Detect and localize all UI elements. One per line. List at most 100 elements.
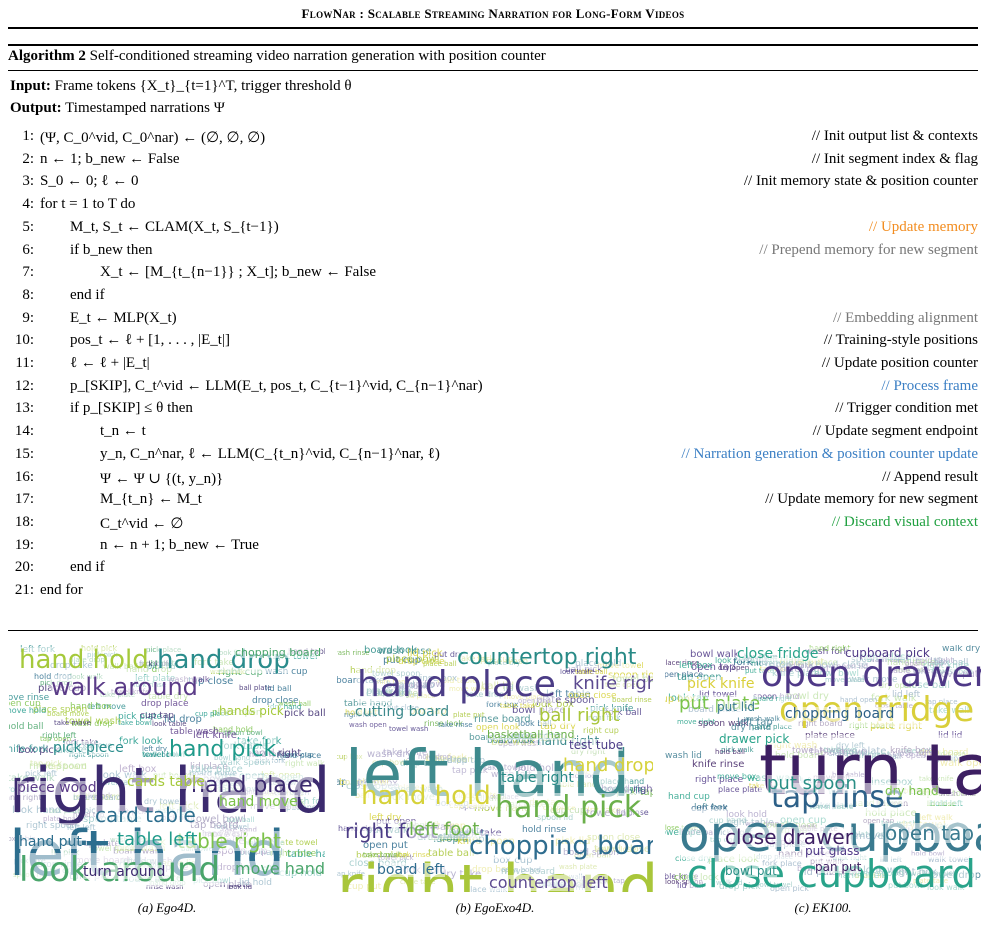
wordcloud-filler-word: left table [546,689,591,700]
wordcloud-filler-word: left knife [193,730,237,741]
wordcloud-word: chopping board [469,833,653,859]
line-code: if p_[SKIP] ≤ θ then [70,400,193,417]
algorithm-line: 13:if p_[SKIP] ≤ θ then// Trigger condit… [0,400,986,422]
wordcloud-filler-word: open look [476,723,521,733]
algorithm-line: 20:end if [0,559,986,581]
wordcloud-word: hand put [19,834,82,850]
algorithm-line: 15:y_n, C_n^nar, ℓ ← LLM(C_{t_n}^vid, C_… [0,446,986,468]
algorithm-line: 16:Ψ ← Ψ ∪ {(t, y_n)}// Append result [0,469,986,491]
wordcloud-filler-word: place plate [718,785,763,794]
algorithm-line: 5:M_t, S_t ← CLAM(X_t, S_{t−1})// Update… [0,219,986,241]
wordcloud-filler-word: table ball [575,668,608,676]
wordcloud-filler-word: tap dry [540,721,576,732]
line-code: M_{t_n} ← M_t [100,491,202,508]
algorithm-line: 9:E_t ← MLP(X_t)// Embedding alignment [0,310,986,332]
line-code: E_t ← MLP(X_t) [70,309,177,326]
caption-label: (b) [455,900,471,915]
wordcloud-word: hands pick [219,704,284,718]
wordcloud-filler-word: pick ball [284,708,325,719]
wordcloud-filler-word: rinse wash [146,883,184,891]
line-comment: // Embedding alignment [833,309,978,326]
wordcloud-filler-word: hand place [277,751,322,760]
wordcloud-filler-word: walk dry [942,645,981,654]
line-number: 6: [22,241,34,258]
line-comment: // Discard visual context [831,513,978,530]
caption-ego4d: (a) Ego4D. [9,900,325,916]
algorithm-top-rule [8,44,978,46]
wordcloud-word: open drawer [761,657,981,693]
wordcloud-filler-word: hand right [809,645,851,653]
algorithm-line: 19:n ← n + 1; b_new ← True [0,537,986,559]
wordcloud-filler-word: take move [54,719,91,727]
wordcloud-filler-word: pick walk [721,746,754,754]
wordcloud-filler-word: hand drop [126,665,172,675]
wordcloud-word: ball right [539,705,620,726]
wordcloud-word: hand hold [19,645,149,675]
wordcloud-filler-word: towel wash [389,725,429,733]
algorithm-line: 17:M_{t_n} ← M_t// Update memory for new… [0,491,986,513]
line-number: 14: [14,423,34,440]
line-code: X_t ← [M_{t_{n−1}} ; X_t]; b_new ← False [100,264,376,281]
wordcloud-filler-word: left dry [369,813,402,823]
header-rule [8,27,978,29]
wordcloud-filler-word: table wash [170,727,219,737]
wordcloud-filler-word: board rinse [612,696,652,704]
wordcloud-filler-word: put take [745,667,774,675]
wordcloud-filler-word: spoon bowl [223,729,263,737]
wordcloud-word: hand hold [361,781,491,811]
wordcloud-filler-word: look rinse [396,851,431,859]
wordcloud-word: move hand [235,859,325,878]
wordcloud-filler-word: rinse board [474,714,531,725]
wordcloud-filler-word: ball pick [565,665,603,675]
wordcloud-filler-word: board right [753,695,792,703]
input-label: Input: [10,78,51,94]
line-code: S_0 ← 0; ℓ ← 0 [40,173,139,190]
caption-label: (c) [794,900,809,915]
line-number: 10: [14,332,34,349]
wordcloud-word: knife right [573,675,653,693]
wordcloud-filler-word: place ball [423,660,457,668]
wordcloud-word: countertop right [457,645,637,670]
line-comment: // Init segment index & flag [811,150,978,167]
algorithm-line: 7: X_t ← [M_{t_{n−1}} ; X_t]; b_new ← Fal… [0,264,986,286]
wordcloud-filler-word: table hand [344,699,393,709]
wordcloud-filler-word: rinse look [424,719,463,728]
wordcloud-filler-word: open tap [691,662,736,673]
algorithm-bottom-rule [8,630,978,631]
line-number: 7: [22,264,34,281]
wordcloud-filler-word: walk bowl [143,751,178,759]
algorithm-line: 21:end for [0,582,986,604]
line-code: n ← n + 1; b_new ← True [100,536,259,553]
wordcloud-word: hand place [191,773,313,798]
algorithm-line: 6:if b_new then// Prepend memory for new… [0,242,986,264]
line-comment: // Update segment endpoint [812,423,978,440]
wordcloud-word: table right [177,829,282,853]
line-number: 11: [15,355,34,371]
wordcloud-filler-word: board look [364,645,417,656]
wordcloud-filler-word: wash lid [665,751,702,761]
wordcloud-filler-word: take bowl [118,719,152,727]
line-code: C_t^vid ← ∅ [100,515,184,532]
wordcloud-filler-word: dry hand [731,723,772,733]
wordcloud-filler-word: right spoon [69,751,109,759]
wordcloud-filler-word: look close [715,656,755,665]
wordcloud-word: card table [95,803,196,827]
algorithm-title: Self-conditioned streaming video narrati… [89,48,546,64]
algorithm-label: Algorithm 2 [8,48,86,64]
wordcloud-word: chopping board [235,646,321,659]
wordcloud-filler-word: put cup [383,655,421,666]
wordcloud-filler-word: knife fork [9,744,49,755]
line-number: 8: [22,286,34,303]
wordcloud-filler-word: place place [752,723,792,731]
wordcloud-filler-word: fork box [486,700,519,709]
line-code: y_n, C_n^nar, ℓ ← LLM(C_{t_n}^vid, C_{n−… [100,445,440,462]
wordcloud-filler-word: move right [677,718,716,726]
wordcloud-filler-word: spoon hand [753,692,800,701]
wordcloud-filler-word: drop close [252,696,299,706]
wordcloud-filler-word: dry open [718,664,750,672]
wordcloud-filler-word: look knife [560,668,594,676]
wordcloud-filler-word: tap close [188,676,234,687]
algorithm-line: 10:pos_t ← ℓ + [1, . . . , |E_t|]// Trai… [0,332,986,354]
wordcloud-filler-word: look ball [518,719,552,728]
algorithm-line: 12:p_[SKIP], C_t^vid ← LLM(E_t, pos_t, C… [0,378,986,400]
